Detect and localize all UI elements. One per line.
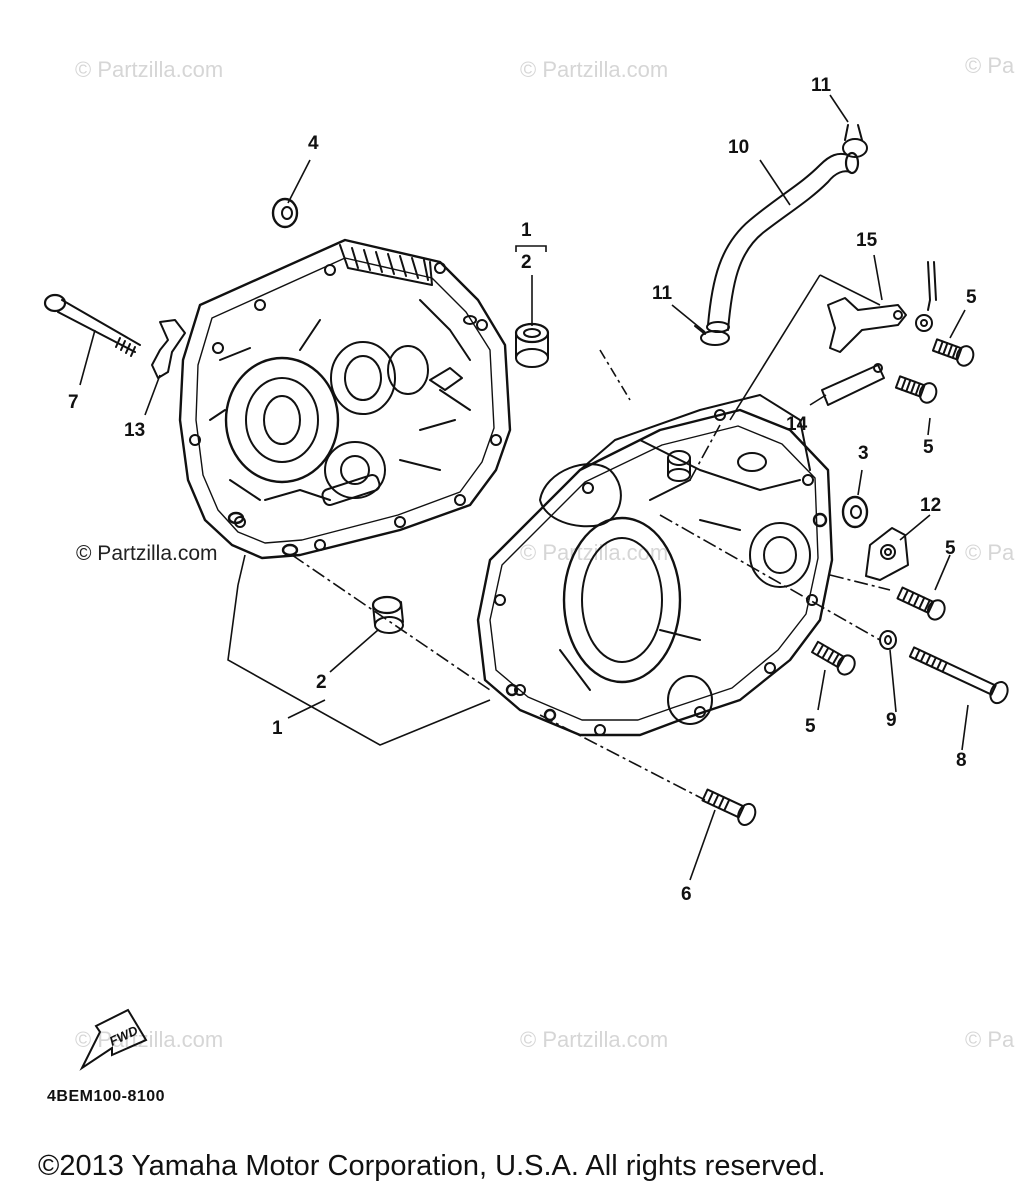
leader-lines [79, 94, 969, 881]
right-crankcase-half [476, 394, 834, 737]
watermark-bottom-right: © Pa [965, 1027, 1015, 1052]
dowel-pin-low [371, 595, 404, 634]
callout-9: 9 [886, 710, 897, 731]
bolt-5-d [811, 640, 856, 676]
watermark-bottom-center: © Partzilla.com [520, 1027, 669, 1052]
callout-14: 14 [786, 414, 808, 435]
callout-11-top: 11 [811, 75, 832, 96]
callout-5-b: 5 [923, 437, 934, 458]
fwd-arrow-icon: FWD [79, 1008, 148, 1071]
washer-3 [841, 495, 869, 529]
watermark-top-center: © Partzilla.com [520, 57, 669, 82]
callout-2-top: 2 [521, 252, 532, 273]
bracket-15 [827, 297, 907, 353]
long-bolt-7 [43, 293, 141, 357]
plate-12 [865, 527, 909, 581]
callout-13: 13 [124, 420, 146, 441]
plate-14 [821, 363, 885, 406]
callout-15: 15 [856, 230, 878, 251]
callout-11-mid: 11 [652, 283, 673, 304]
diagram-code: 4BEM100-8100 [47, 1088, 166, 1105]
hose-clip-11-top [842, 124, 868, 158]
callout-5-a: 5 [966, 287, 977, 308]
callout-12: 12 [920, 495, 942, 516]
washer-9 [879, 630, 897, 650]
left-crankcase-half [178, 238, 512, 560]
callout-7: 7 [68, 392, 79, 413]
callout-1-low: 1 [272, 718, 283, 739]
breather-hose-10 [706, 151, 860, 333]
callout-10: 10 [728, 137, 750, 158]
callout-2-low: 2 [316, 672, 327, 693]
clamp-13 [151, 319, 186, 379]
bolt-5-c [896, 586, 946, 621]
hose-clip-11-mid [694, 325, 730, 346]
callout-5-c: 5 [945, 538, 956, 559]
bolt-5-b [894, 375, 938, 404]
callout-5-d: 5 [805, 716, 816, 737]
watermark-mid-center: © Partzilla.com [520, 540, 669, 565]
callout-6: 6 [681, 884, 692, 905]
watermark-top-right: © Pa [965, 53, 1015, 78]
callout-3: 3 [858, 443, 869, 464]
callout-4: 4 [308, 133, 319, 154]
washer-4 [271, 197, 299, 229]
callout-8: 8 [956, 750, 967, 771]
bolt-6 [701, 788, 757, 826]
watermark-top-left: © Partzilla.com [75, 57, 224, 82]
watermark-mid-right: © Pa [965, 540, 1015, 565]
watermark-mid-left: © Partzilla.com [76, 542, 218, 565]
bolt-5-a [931, 338, 975, 367]
copyright-notice: ©2013 Yamaha Motor Corporation, U.S.A. A… [38, 1150, 826, 1182]
bolt-8 [908, 646, 1009, 705]
dowel-pin-top [514, 322, 550, 368]
lead-wire [915, 261, 937, 332]
callout-1-top: 1 [521, 220, 532, 241]
